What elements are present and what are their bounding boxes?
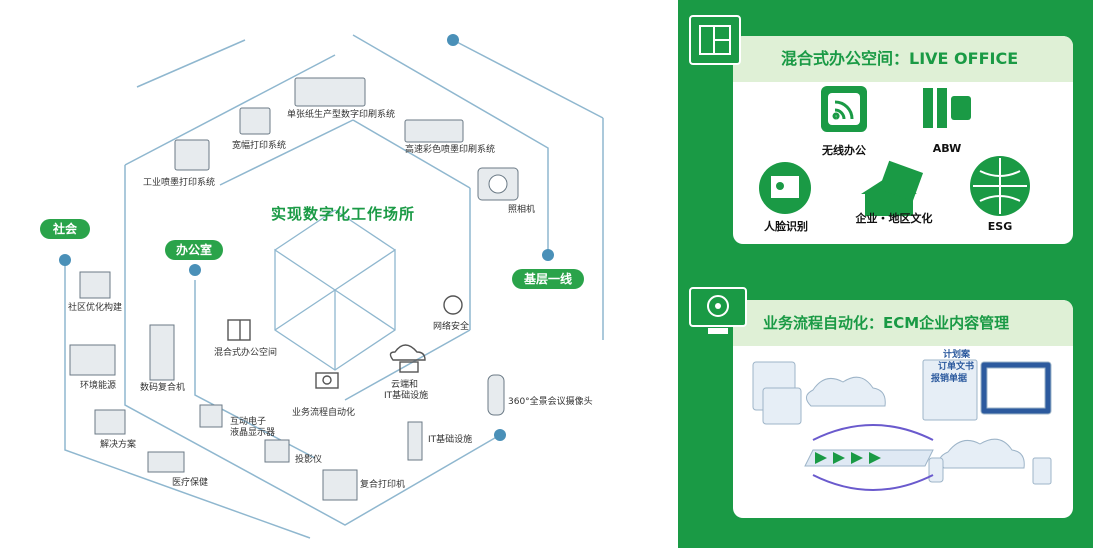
label-interactive-1: 互动电子: [230, 417, 267, 427]
label-bpa: 业务流程自动化: [292, 408, 356, 418]
floorplan-icon: [689, 15, 741, 65]
icon-label-wireless: 无线办公: [822, 144, 866, 157]
icon-label-abw: ABW: [932, 142, 962, 155]
label-sheet-printing: 单张纸生产型数字印刷系统: [287, 110, 396, 120]
label-hybrid-office: 混合式办公空间: [214, 348, 278, 358]
label-wide-format: 宽幅打印系统: [232, 141, 287, 151]
label-mfp: 数码复合机: [140, 383, 186, 393]
label-network-security: 网络安全: [433, 322, 470, 332]
doc-label-order: 订单文书: [938, 362, 975, 372]
label-environment: 环境能源: [80, 381, 117, 391]
hexagon-lines: [59, 34, 604, 539]
label-healthcare: 医疗保健: [172, 478, 209, 488]
solutions-panel: 混合式办公空间：LIVE OFFICE: [678, 0, 1093, 548]
monitor-gear-icon: [689, 287, 747, 334]
label-printer: 复合打印机: [360, 480, 406, 490]
label-solutions: 解决方案: [100, 440, 137, 450]
icon-label-culture: 企业・地区文化: [855, 212, 933, 225]
label-projector: 投影仪: [295, 455, 323, 465]
doc-label-plan: 计划案: [943, 350, 971, 360]
diagram-title: 实现数字化工作场所: [270, 205, 415, 223]
card-bracket-ecm: [1046, 481, 1079, 524]
zone-society: 社会: [40, 219, 90, 239]
label-360-camera: 360°全景会议摄像头: [508, 397, 593, 407]
label-cloud-1: 云端和: [391, 380, 419, 390]
label-industrial-inkjet: 工业喷墨打印系统: [143, 178, 216, 188]
label-camera: 照相机: [508, 205, 536, 215]
icon-label-esg: ESG: [987, 220, 1013, 233]
label-interactive-2: 液晶显示器: [230, 428, 276, 438]
card-bracket: [1046, 207, 1079, 250]
zone-frontline: 基层一线: [512, 269, 584, 289]
label-inkjet-color: 高速彩色喷墨印刷系统: [405, 145, 496, 155]
live-office-card: 混合式办公空间：LIVE OFFICE: [733, 36, 1079, 250]
label-cloud-2: IT基础设施: [384, 391, 429, 401]
ecm-card: 业务流程自动化：ECM企业内容管理: [733, 300, 1079, 524]
ecm-title: 业务流程自动化：ECM企业内容管理: [733, 300, 1073, 346]
zone-office: 办公室: [165, 240, 223, 260]
live-office-title: 混合式办公空间：LIVE OFFICE: [733, 36, 1073, 82]
label-it-infra: IT基础设施: [428, 435, 473, 445]
doc-label-expense: 报销单据: [931, 374, 968, 384]
label-community: 社区优化构建: [68, 303, 123, 313]
icon-label-face: 人脸识别: [764, 220, 808, 233]
live-office-icons: [759, 86, 1030, 216]
ecm-illustration: [752, 359, 1052, 491]
